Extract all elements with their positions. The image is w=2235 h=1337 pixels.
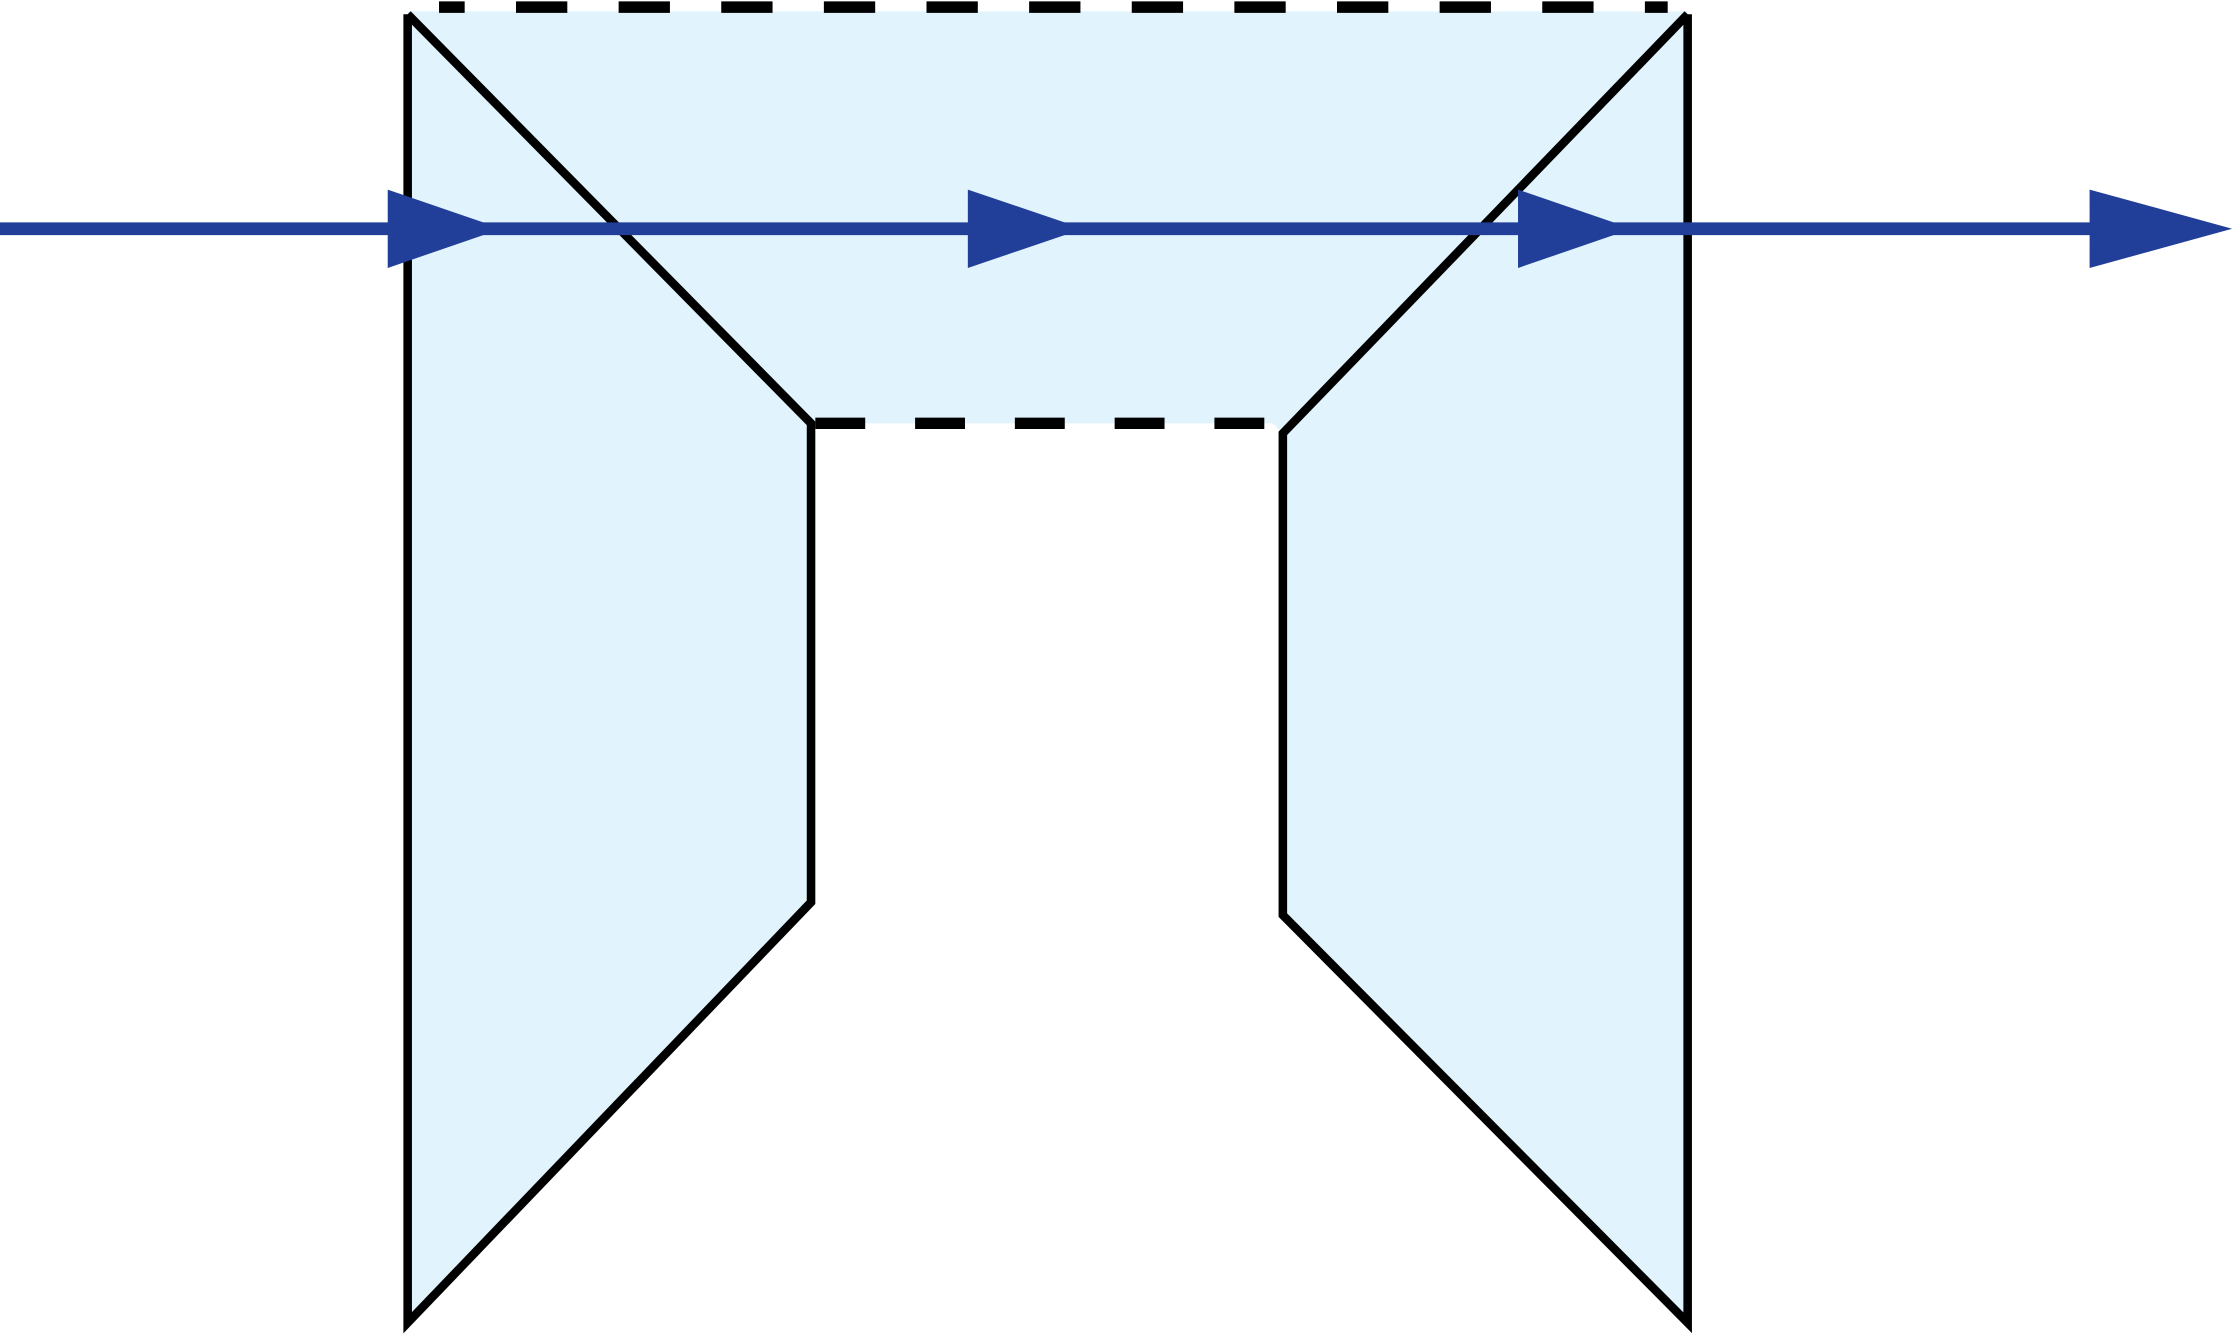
left-wall-outline: [403, 11, 816, 1334]
arrowhead-icon: [967, 189, 1084, 268]
arrowhead-icon: [387, 189, 502, 268]
arrowhead-icon: [1518, 189, 1633, 268]
arrowhead-icon: [2089, 189, 2233, 268]
right-wall-outline: [1278, 11, 1692, 1334]
